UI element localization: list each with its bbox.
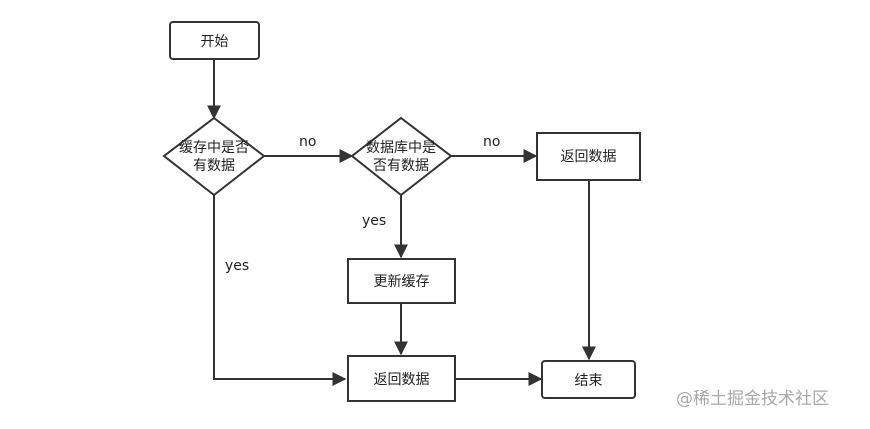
edge-label-db-no: no [483,134,500,150]
end-node: 结束 [541,360,636,399]
return-data-top-label: 返回数据 [561,149,617,165]
edge-label-cache-yes: yes [225,258,249,274]
db-check-label-line1: 数据库中是 [366,140,436,156]
return-data-node-bottom: 返回数据 [347,355,456,402]
return-data-bottom-label: 返回数据 [374,372,430,388]
end-label: 结束 [575,373,603,389]
edge-label-db-yes: yes [362,213,386,229]
cache-check-label-line2: 有数据 [193,158,235,174]
watermark-text: @稀土掘金技术社区 [676,389,829,409]
db-check-decision: 数据库中是 否有数据 [350,116,453,197]
return-data-node-top: 返回数据 [536,132,641,181]
start-label: 开始 [201,34,229,50]
cache-check-label-line1: 缓存中是否 [179,140,249,156]
start-node: 开始 [169,21,260,60]
update-cache-node: 更新缓存 [347,258,456,304]
update-cache-label: 更新缓存 [374,274,430,290]
edge-cache-check-yes [213,195,347,386]
cache-check-decision: 缓存中是否 有数据 [162,116,266,197]
edge-label-cache-no: no [299,134,316,150]
db-check-label-line2: 否有数据 [373,158,429,174]
